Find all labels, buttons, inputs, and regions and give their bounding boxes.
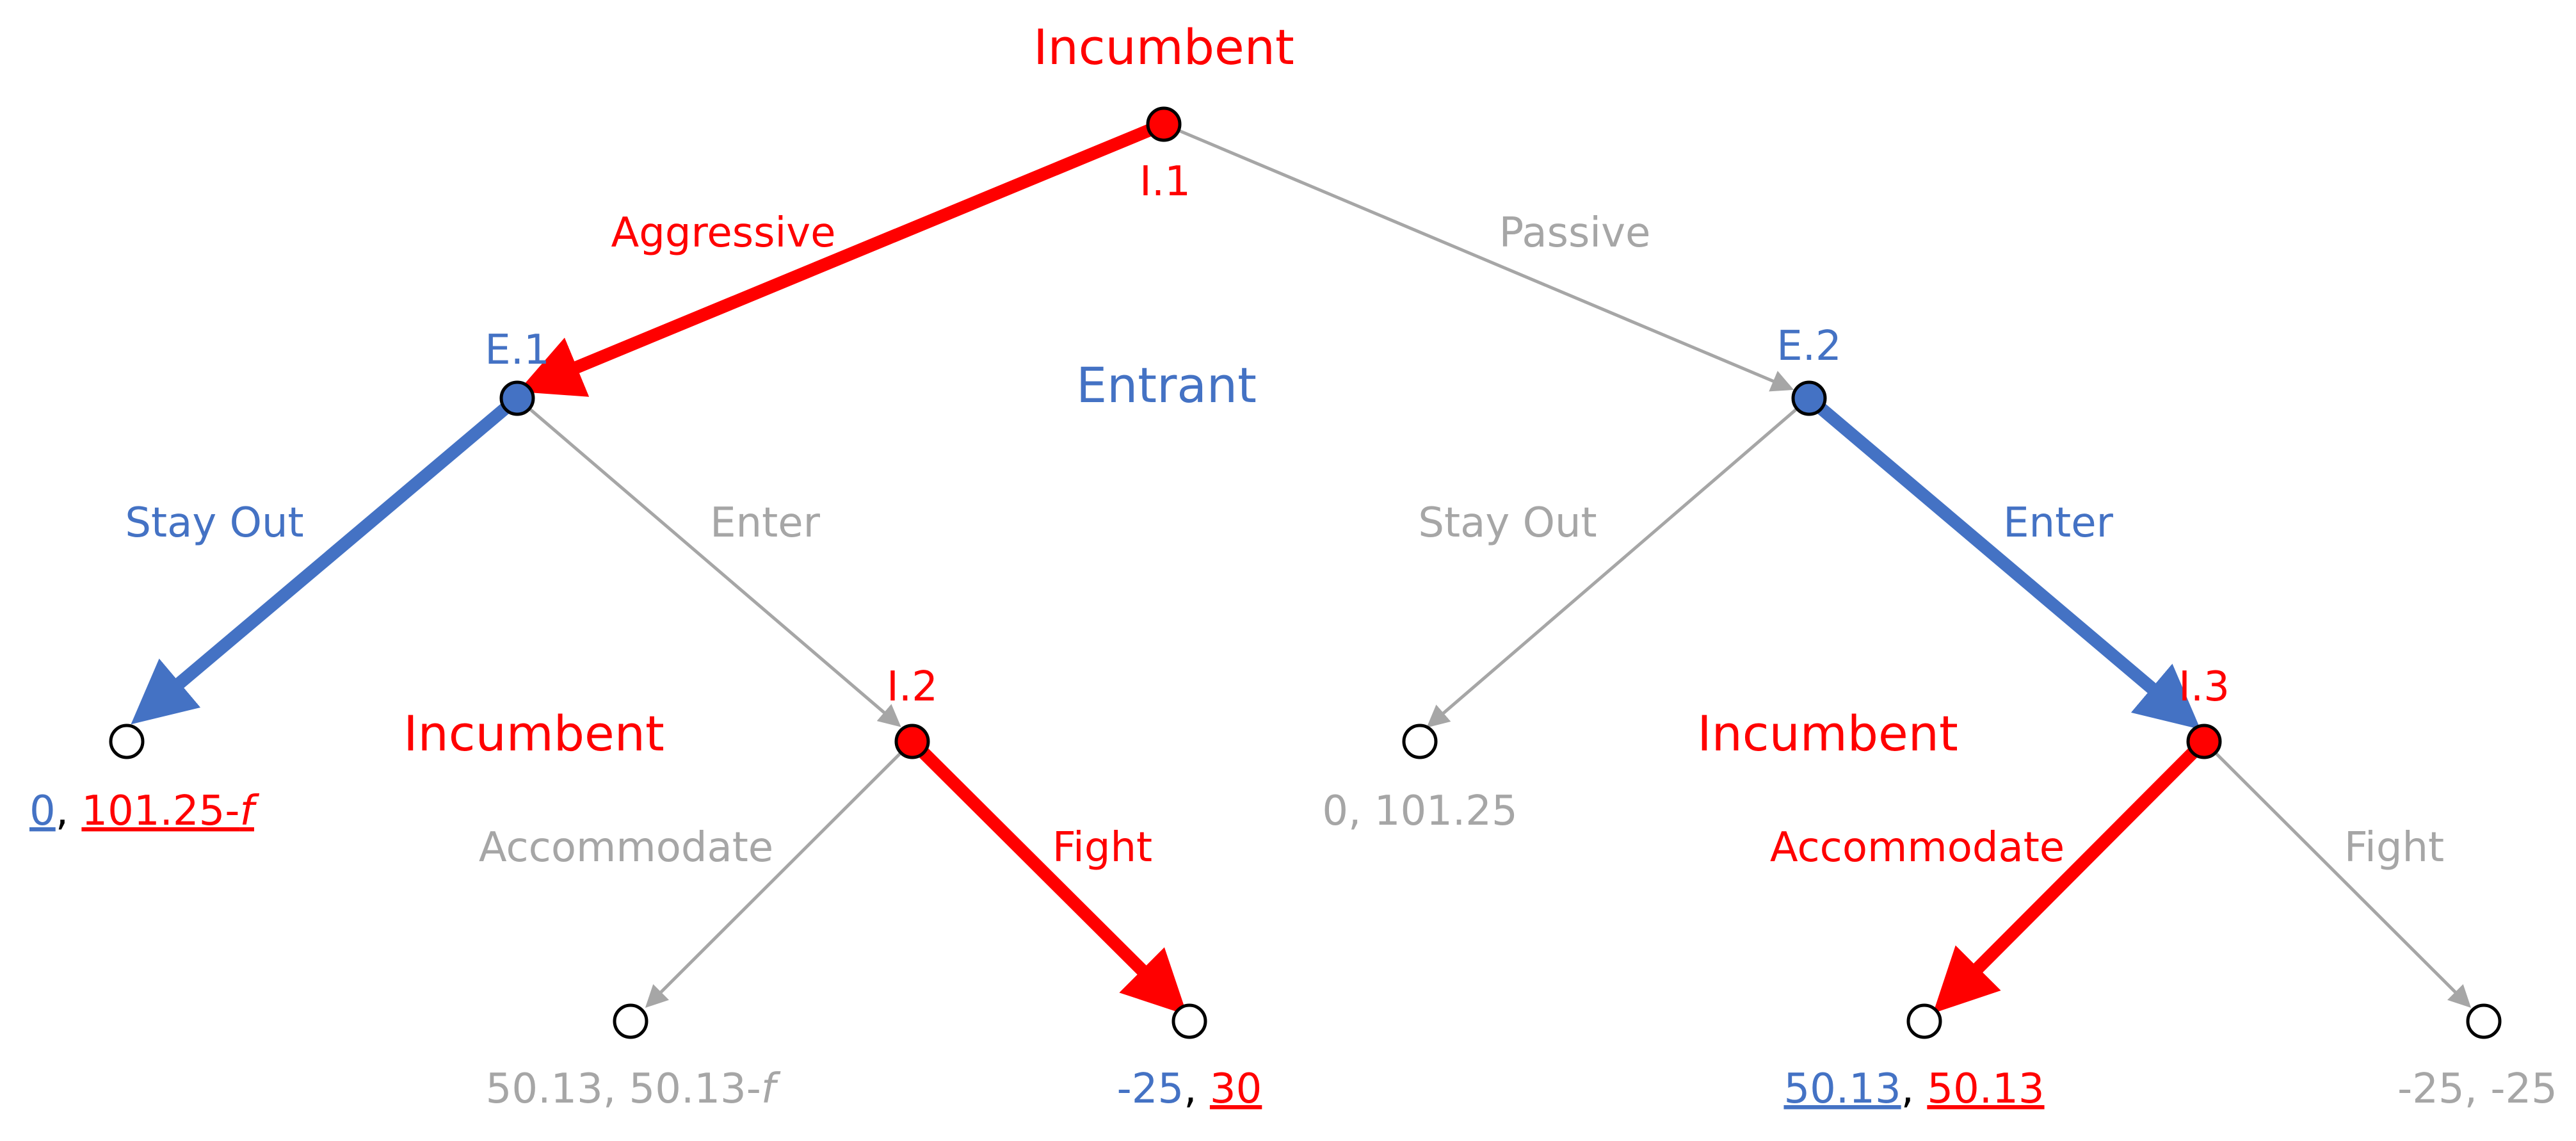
payoff-5-entrant: 50.13	[1783, 1065, 1901, 1113]
action-label-stay-out-right: Stay Out	[1418, 499, 1597, 547]
payoff-1-incumbent-f: f	[239, 788, 259, 835]
node-i1	[1146, 106, 1182, 142]
terminal-node-4	[1402, 724, 1438, 759]
payoff-5-separator: ,	[1901, 1065, 1928, 1113]
node-i2	[894, 724, 930, 759]
edge-accommodate-right	[1933, 736, 2209, 1014]
payoff-5-incumbent: 50.13	[1927, 1065, 2044, 1113]
action-label-fight-left: Fight	[1052, 824, 1152, 871]
edge-enter-left	[516, 397, 901, 727]
edge-enter-right	[1805, 393, 2201, 730]
payoff-5: 50.13, 50.13	[1783, 1065, 2044, 1113]
terminal-node-5	[1906, 1003, 1942, 1039]
action-label-stay-out-left: Stay Out	[125, 499, 303, 547]
player-label-incumbent-right: Incumbent	[1697, 705, 1958, 762]
edge-stay-out-right	[1426, 397, 1810, 728]
edge-passive	[1163, 122, 1794, 392]
terminal-node-6	[2466, 1003, 2502, 1039]
action-label-passive: Passive	[1499, 209, 1651, 257]
edge-fight-left	[907, 736, 1187, 1016]
edge-accommodate-left	[645, 740, 914, 1008]
payoff-2: 50.13, 50.13-f	[486, 1065, 781, 1113]
node-label-i2: I.2	[887, 663, 938, 711]
payoff-6: -25, -25	[2397, 1065, 2557, 1113]
action-label-enter-right: Enter	[2003, 499, 2113, 547]
edge-fight-right	[2203, 740, 2472, 1008]
node-i3	[2186, 724, 2222, 759]
player-label-entrant: Entrant	[1076, 357, 1257, 414]
node-e2	[1791, 380, 1827, 416]
payoff-3-entrant: -25	[1117, 1065, 1184, 1113]
terminal-node-3	[1171, 1003, 1207, 1039]
payoff-1-separator: ,	[56, 788, 82, 835]
node-label-e2: E.2	[1776, 323, 1842, 370]
action-label-enter-left: Enter	[710, 499, 820, 547]
player-label-incumbent-top: Incumbent	[1033, 19, 1294, 76]
action-label-fight-right: Fight	[2344, 824, 2444, 871]
payoff-1-entrant: 0	[29, 788, 56, 835]
payoff-1-incumbent: 101.25-	[81, 788, 239, 835]
payoff-3-incumbent: 30	[1210, 1065, 1262, 1113]
edge-stay-out-left	[131, 393, 522, 725]
node-label-e1: E.1	[485, 327, 550, 374]
action-label-accommodate-left: Accommodate	[479, 824, 773, 871]
terminal-node-1	[109, 724, 145, 759]
action-label-aggressive: Aggressive	[611, 209, 835, 257]
player-label-incumbent-left: Incumbent	[403, 705, 664, 762]
terminal-node-2	[613, 1003, 648, 1039]
payoff-2-values: 50.13, 50.13-	[486, 1065, 761, 1113]
edge-aggressive	[517, 118, 1166, 397]
payoff-3: -25, 30	[1117, 1065, 1262, 1113]
node-label-i1: I.1	[1139, 158, 1191, 206]
node-label-i3: I.3	[2178, 663, 2230, 711]
payoff-1: 0, 101.25-f	[29, 788, 259, 835]
payoff-3-separator: ,	[1184, 1065, 1210, 1113]
payoff-2-f: f	[761, 1065, 781, 1113]
action-label-accommodate-right: Accommodate	[1770, 824, 2065, 871]
node-e1	[499, 380, 535, 416]
payoff-4: 0, 101.25	[1322, 788, 1517, 835]
